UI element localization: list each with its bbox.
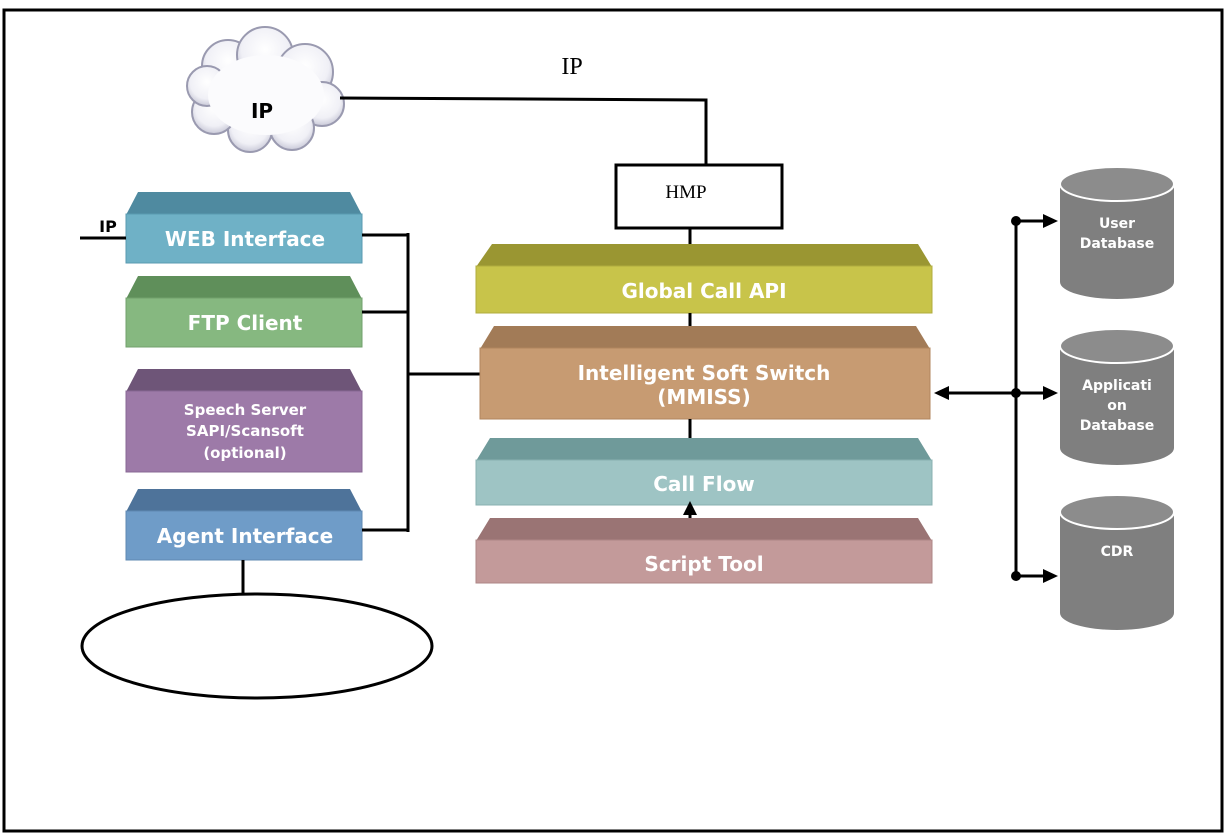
cloud-label: IP — [251, 99, 273, 123]
speech-server-line2: SAPI/Scansoft — [186, 422, 304, 440]
app-db-line1: Applicati — [1082, 378, 1152, 394]
hmp-label: HMP — [665, 182, 706, 203]
outer-frame — [2, 8, 1224, 833]
global-call-api-label: Global Call API — [621, 279, 786, 303]
script-tool-block: Script Tool — [475, 518, 933, 584]
switch-line1: Intelligent Soft Switch — [578, 361, 831, 385]
agent-interface-label: Agent Interface — [157, 524, 333, 548]
application-database-cylinder: Applicati on Database — [1059, 328, 1175, 465]
scripttool-to-callflow-arrowhead — [683, 501, 697, 515]
call-flow-label: Call Flow — [653, 472, 755, 496]
ip-cloud: IP — [186, 26, 345, 153]
left-ip-label: IP — [99, 217, 117, 236]
call-flow-block: Call Flow — [475, 438, 933, 506]
cdr-database-cylinder: CDR — [1059, 494, 1175, 630]
script-tool-label: Script Tool — [644, 552, 763, 576]
left-bus-lines — [362, 233, 480, 532]
speech-server-block: Speech Server SAPI/Scansoft (optional) — [125, 369, 363, 473]
intelligent-soft-switch-block: Intelligent Soft Switch (MMISS) — [479, 326, 931, 420]
web-interface-label: WEB Interface — [165, 227, 325, 251]
user-db-line2: Database — [1080, 236, 1155, 252]
cloud-to-hmp-line — [339, 96, 708, 190]
app-db-line3: Database — [1080, 418, 1155, 434]
database-bus — [934, 214, 1058, 583]
hmp-box — [614, 163, 784, 230]
app-db-line2: on — [1107, 398, 1127, 414]
agent-ellipse — [80, 592, 434, 700]
switch-line2: (MMISS) — [657, 385, 750, 409]
user-db-line1: User — [1099, 216, 1135, 232]
speech-server-line3: (optional) — [203, 444, 286, 462]
top-ip-label: IP — [561, 54, 582, 80]
speech-server-line1: Speech Server — [184, 401, 307, 419]
agent-interface-block: Agent Interface — [125, 489, 363, 561]
user-database-cylinder: User Database — [1059, 166, 1175, 299]
ftp-client-label: FTP Client — [188, 311, 303, 335]
ftp-client-block: FTP Client — [125, 276, 363, 348]
global-call-api-block: Global Call API — [475, 244, 933, 314]
web-interface-block: WEB Interface — [125, 192, 363, 264]
cdr-db-line1: CDR — [1101, 544, 1134, 560]
